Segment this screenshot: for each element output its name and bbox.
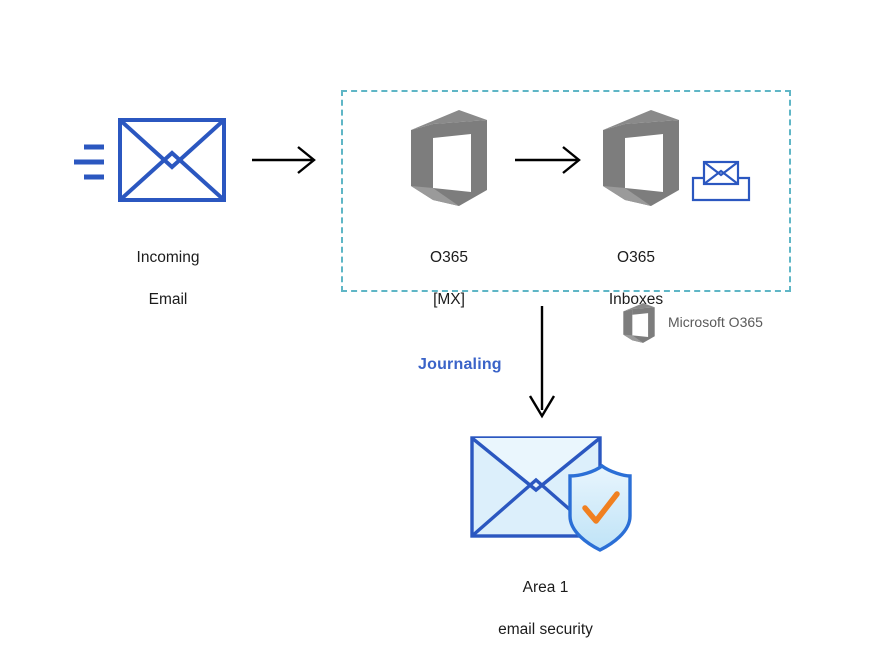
arrow-inboxes-to-area1 — [524, 306, 564, 424]
area1-label-line1: Area 1 — [522, 579, 569, 596]
o365-mx-label-line1: O365 — [430, 249, 468, 266]
area1-caption: Area 1 email security — [463, 556, 628, 653]
o365-inboxes-node[interactable] — [595, 108, 687, 208]
o365-boundary-box — [341, 90, 791, 292]
incoming-email-label-line1: Incoming — [136, 249, 200, 266]
envelope-with-motion-lines-icon — [74, 118, 226, 202]
o365-inboxes-label-line2: Inboxes — [608, 291, 664, 308]
office-365-cube-icon — [623, 303, 655, 343]
envelope-shield-check-icon — [470, 436, 632, 552]
arrow-incoming-to-mx — [252, 142, 322, 178]
legend-label: Microsoft O365 — [668, 314, 763, 330]
o365-mx-node[interactable] — [403, 108, 495, 208]
incoming-email-caption: Incoming Email — [88, 226, 248, 331]
o365-inboxes-label-line1: O365 — [617, 249, 655, 266]
o365-mx-caption: O365 [MX] — [383, 226, 515, 331]
inbox-tray-envelope-icon — [691, 160, 751, 202]
area1-label-line2: email security — [498, 621, 593, 638]
office-365-cube-icon — [411, 110, 487, 206]
legend-o365-icon-wrapper — [620, 302, 658, 344]
area1-node[interactable] — [462, 428, 634, 554]
office-365-cube-icon — [603, 110, 679, 206]
o365-inboxes-caption: O365 Inboxes — [570, 226, 702, 331]
journaling-edge-label: Journaling — [418, 356, 502, 373]
o365-mx-label-line2: [MX] — [433, 291, 465, 308]
incoming-email-node[interactable] — [70, 112, 230, 212]
incoming-email-label-line2: Email — [148, 291, 188, 308]
arrow-mx-to-inboxes — [515, 142, 591, 178]
inbox-tray-envelope-wrapper[interactable] — [690, 158, 752, 204]
